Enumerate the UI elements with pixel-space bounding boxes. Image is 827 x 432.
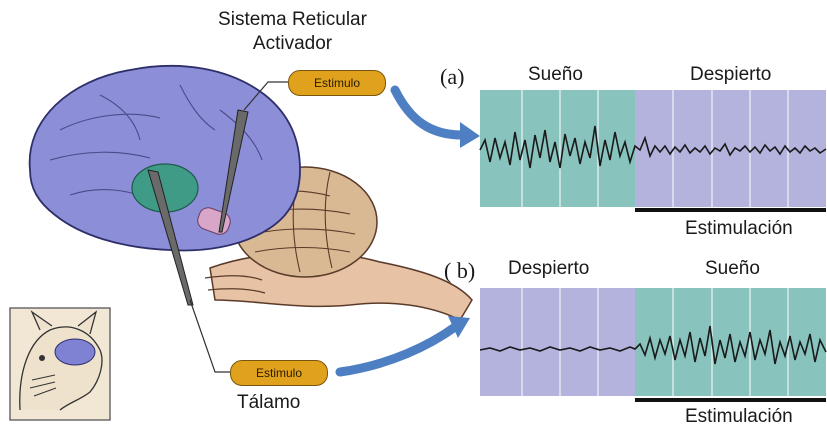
- stimulus-label-top: Estimulo: [314, 76, 360, 90]
- title-reticular-system: Sistema Reticular Activador: [200, 8, 385, 56]
- cat-head-icon: [10, 308, 110, 420]
- panel-b-stimulation-label: Estimulación: [685, 406, 793, 428]
- title-line-1: Sistema Reticular: [200, 8, 385, 32]
- panel-b-left-state: Despierto: [508, 258, 589, 280]
- eeg-panel-a: [480, 90, 826, 212]
- stimulus-pill-bottom: Estimulo: [230, 360, 328, 386]
- panel-a-stimulation-label: Estimulación: [685, 218, 793, 240]
- panel-a-left-state: Sueño: [528, 64, 583, 86]
- stimulus-label-bottom: Estimulo: [256, 366, 302, 380]
- title-line-2: Activador: [200, 32, 385, 56]
- panel-b-tag: ( b): [444, 258, 475, 284]
- panel-a-tag: (a): [440, 64, 464, 90]
- panel-a-right-state: Despierto: [690, 64, 771, 86]
- eeg-panel-b: [480, 288, 826, 402]
- stimulus-pill-top: Estimulo: [288, 70, 386, 96]
- thalamus-label: Tálamo: [237, 392, 300, 414]
- panel-b-right-state: Sueño: [705, 258, 760, 280]
